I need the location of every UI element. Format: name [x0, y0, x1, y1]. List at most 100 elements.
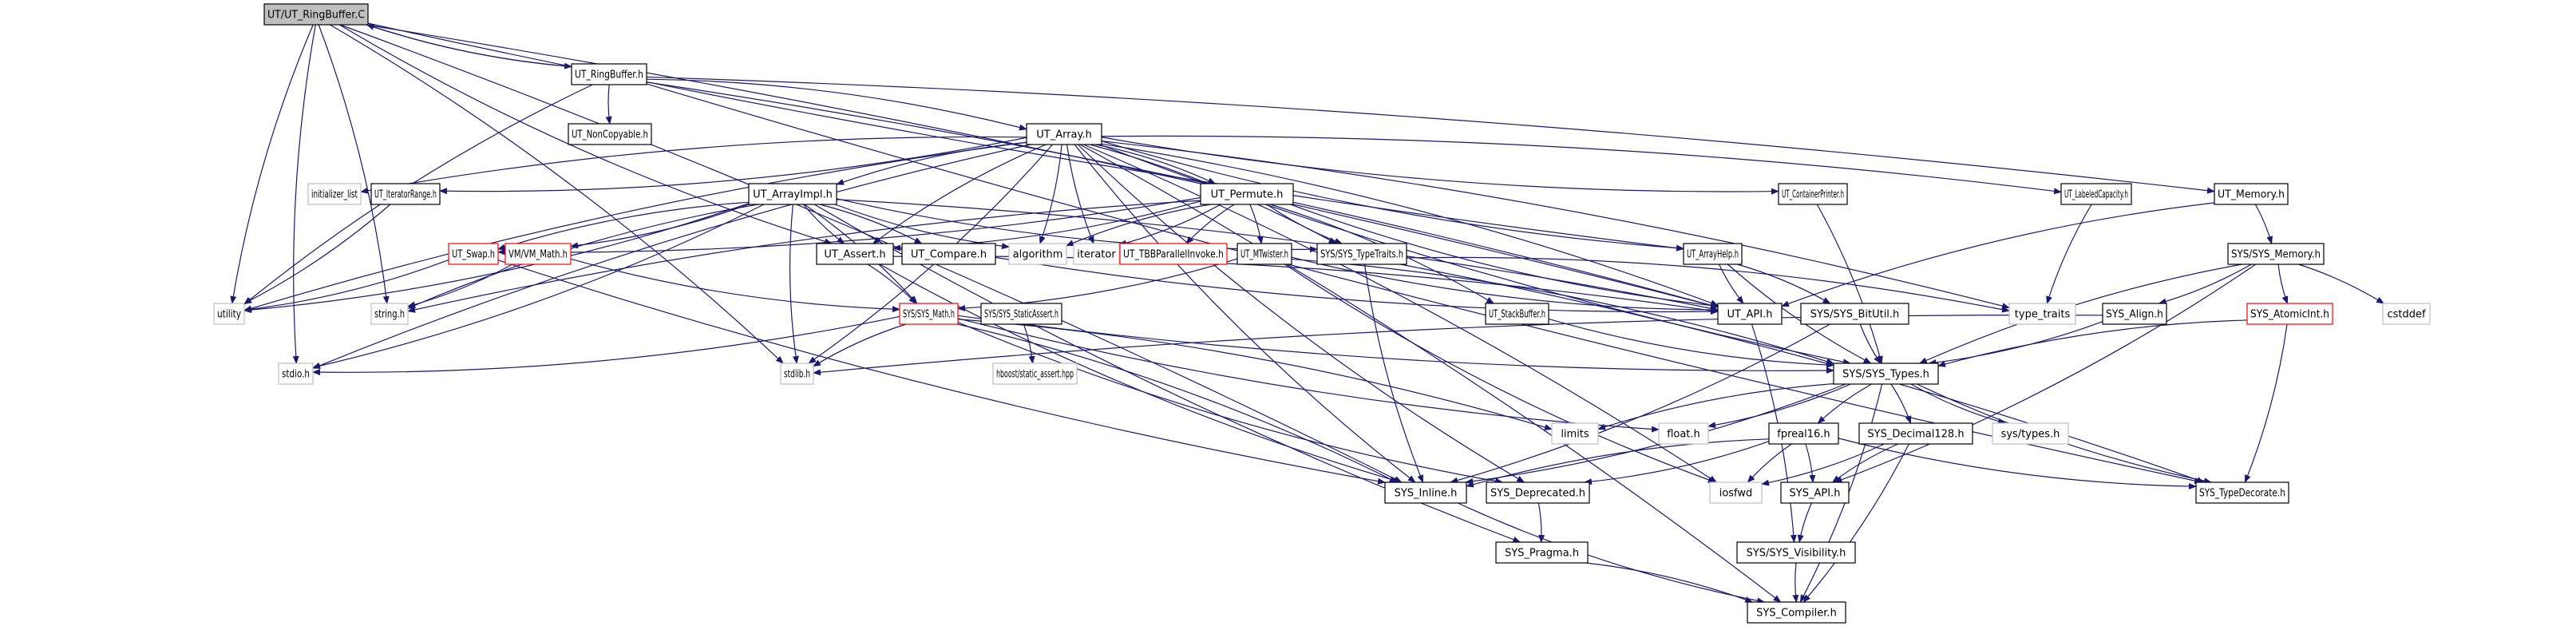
node-box-iosfwd — [1709, 481, 1763, 504]
node-stackbuffer[interactable]: UT_StackBuffer.h — [1485, 303, 1549, 325]
node-compiler[interactable]: SYS_Compiler.h — [1747, 601, 1846, 624]
node-compare[interactable]: UT_Compare.h — [901, 243, 996, 265]
node-swap[interactable]: UT_Swap.h — [448, 243, 499, 265]
node-box-utapi — [1717, 303, 1783, 325]
node-utapi[interactable]: UT_API.h — [1717, 303, 1783, 325]
node-box-inline — [1384, 481, 1467, 504]
node-label-string_h: string.h — [374, 309, 405, 321]
node-labeledcapacity[interactable]: UT_LabeledCapacity.h — [2060, 183, 2132, 205]
node-box-arrayhelp — [1683, 243, 1743, 265]
node-inline[interactable]: SYS_Inline.h — [1384, 481, 1467, 504]
edge-array-to-arrayhelp — [1101, 141, 1684, 252]
node-box-fpreal16 — [1768, 422, 1839, 445]
edge-permute-to-mtwister — [1249, 204, 1264, 244]
node-systypes[interactable]: SYS/SYS_Types.h — [1833, 363, 1939, 385]
edge-labeledcapacity-to-type_traits — [2046, 204, 2092, 304]
node-box-typetraits — [1316, 243, 1407, 265]
edge-deprecated-to-pragma — [1537, 502, 1545, 543]
node-stdlib: stdlib.h — [780, 363, 814, 385]
edge-stackbuffer-to-systypes — [1548, 318, 1834, 368]
node-typetraits[interactable]: SYS/SYS_TypeTraits.h — [1316, 243, 1407, 265]
node-label-array: UT_Array.h — [1036, 129, 1092, 141]
node-staticassert[interactable]: SYS/SYS_StaticAssert.h — [980, 303, 1062, 325]
node-mtwister[interactable]: UT_MTwister.h — [1237, 243, 1292, 265]
node-array[interactable]: UT_Array.h — [1026, 123, 1102, 145]
edge-sysmemory-to-align — [2158, 263, 2252, 305]
edge-ringbuffer_c-to-string_h — [318, 24, 390, 304]
node-assert[interactable]: UT_Assert.h — [816, 243, 894, 265]
node-label-arrayhelp: UT_ArrayHelp.h — [1687, 249, 1739, 261]
node-noncopyable[interactable]: UT_NonCopyable.h — [568, 123, 652, 145]
node-label-permute: UT_Permute.h — [1211, 189, 1284, 201]
node-align[interactable]: SYS_Align.h — [2102, 303, 2167, 325]
node-label-fpreal16: fpreal16.h — [1777, 429, 1830, 441]
node-label-swap: UT_Swap.h — [452, 249, 495, 261]
node-permute[interactable]: UT_Permute.h — [1200, 183, 1294, 205]
node-initializer_list: initializer_list — [307, 183, 362, 205]
node-iteratorrange[interactable]: UT_IteratorRange.h — [370, 183, 441, 205]
node-arrayhelp[interactable]: UT_ArrayHelp.h — [1683, 243, 1743, 265]
node-box-deprecated — [1486, 481, 1590, 504]
node-label-sysmath: SYS/SYS_Math.h — [903, 309, 955, 321]
node-sys_types_h: sys/types.h — [1992, 422, 2069, 445]
node-arrayimpl[interactable]: UT_ArrayImpl.h — [748, 183, 837, 205]
node-box-noncopyable — [568, 123, 652, 145]
node-fpreal16[interactable]: fpreal16.h — [1768, 422, 1839, 445]
node-label-sys_types_h: sys/types.h — [2001, 429, 2060, 441]
node-ringbuffer_h[interactable]: UT_RingBuffer.h — [571, 63, 647, 85]
node-visibility[interactable]: SYS/SYS_Visibility.h — [1736, 541, 1856, 564]
node-stdio: stdio.h — [278, 363, 314, 385]
nodes-layer: UT/UT_RingBuffer.C UT_RingBuffer.hUT_NonC… — [213, 3, 2431, 624]
node-box-containerprinter — [1778, 183, 1848, 205]
node-box-hboost_sa — [992, 363, 1078, 385]
edge-arrayhelp-to-systypes — [1727, 263, 1872, 364]
edge-array-to-iteratorrange — [439, 137, 1027, 195]
node-box-utility — [213, 303, 245, 325]
node-label-bitutil: SYS/SYS_BitUtil.h — [1810, 309, 1900, 321]
edge-systypes-to-fpreal16 — [1817, 383, 1872, 424]
node-containerprinter[interactable]: UT_ContainerPrinter.h — [1778, 183, 1848, 205]
node-atomicint[interactable]: SYS_AtomicInt.h — [2246, 303, 2333, 325]
edge-array-to-inline — [1074, 144, 1416, 483]
node-decimal128[interactable]: SYS_Decimal128.h — [1858, 422, 1973, 445]
edge-swap-to-utility — [243, 260, 449, 313]
edge-ringbuffer_c-to-assert — [338, 24, 833, 245]
edge-sysmath-to-stdlib — [813, 323, 907, 367]
edge-permute-to-string_h — [407, 200, 1201, 313]
edge-sysmath-to-stdio — [312, 315, 900, 376]
node-box-type_traits — [2008, 303, 2076, 325]
edge-swap-to-inline — [497, 260, 1386, 485]
edge-array-to-permute — [1095, 144, 1217, 184]
node-deprecated[interactable]: SYS_Deprecated.h — [1486, 481, 1590, 504]
node-label-typedecorate: SYS_TypeDecorate.h — [2199, 488, 2285, 500]
edge-array-to-deprecated — [1077, 144, 1525, 483]
node-ringbuffer_c[interactable]: UT/UT_RingBuffer.C — [263, 3, 369, 26]
node-memory[interactable]: UT_Memory.h — [2214, 183, 2289, 205]
node-box-sysapi — [1780, 481, 1850, 504]
node-bitutil[interactable]: SYS/SYS_BitUtil.h — [1800, 303, 1909, 325]
edge-sysmath-to-systypes — [957, 315, 1834, 374]
edge-ringbuffer_c-to-stdlib — [330, 24, 784, 364]
edge-ringbuffer_c-to-utility — [230, 24, 314, 304]
edge-permute-to-swap — [497, 196, 1201, 256]
node-box-limits — [1551, 422, 1599, 445]
node-box-visibility — [1736, 541, 1856, 564]
node-label-stackbuffer: UT_StackBuffer.h — [1489, 309, 1545, 321]
node-box-algorithm — [1008, 243, 1067, 265]
edge-mtwister-to-iosfwd — [1284, 263, 1716, 483]
node-tbbparallel[interactable]: UT_TBBParallelInvoke.h — [1119, 243, 1228, 265]
edge-sysmath-to-limits — [957, 319, 1553, 430]
node-label-compiler: SYS_Compiler.h — [1756, 608, 1837, 620]
node-box-stdlib — [780, 363, 814, 385]
edge-decimal128-to-compiler — [1802, 443, 1909, 603]
edge-ringbuffer_c-to-arrayhelp — [367, 22, 1684, 252]
node-sysmath[interactable]: SYS/SYS_Math.h — [899, 303, 959, 325]
node-box-sysmath — [899, 303, 959, 325]
node-sysapi[interactable]: SYS_API.h — [1780, 481, 1850, 504]
edge-ringbuffer_h-to-utapi — [646, 81, 1719, 309]
node-typedecorate[interactable]: SYS_TypeDecorate.h — [2195, 481, 2289, 504]
node-vmmath[interactable]: VM/VM_Math.h — [505, 243, 572, 265]
node-sysmemory[interactable]: SYS/SYS_Memory.h — [2227, 243, 2325, 265]
edge-arrayimpl-to-string_h — [407, 204, 758, 309]
node-pragma[interactable]: SYS_Pragma.h — [1495, 541, 1589, 564]
